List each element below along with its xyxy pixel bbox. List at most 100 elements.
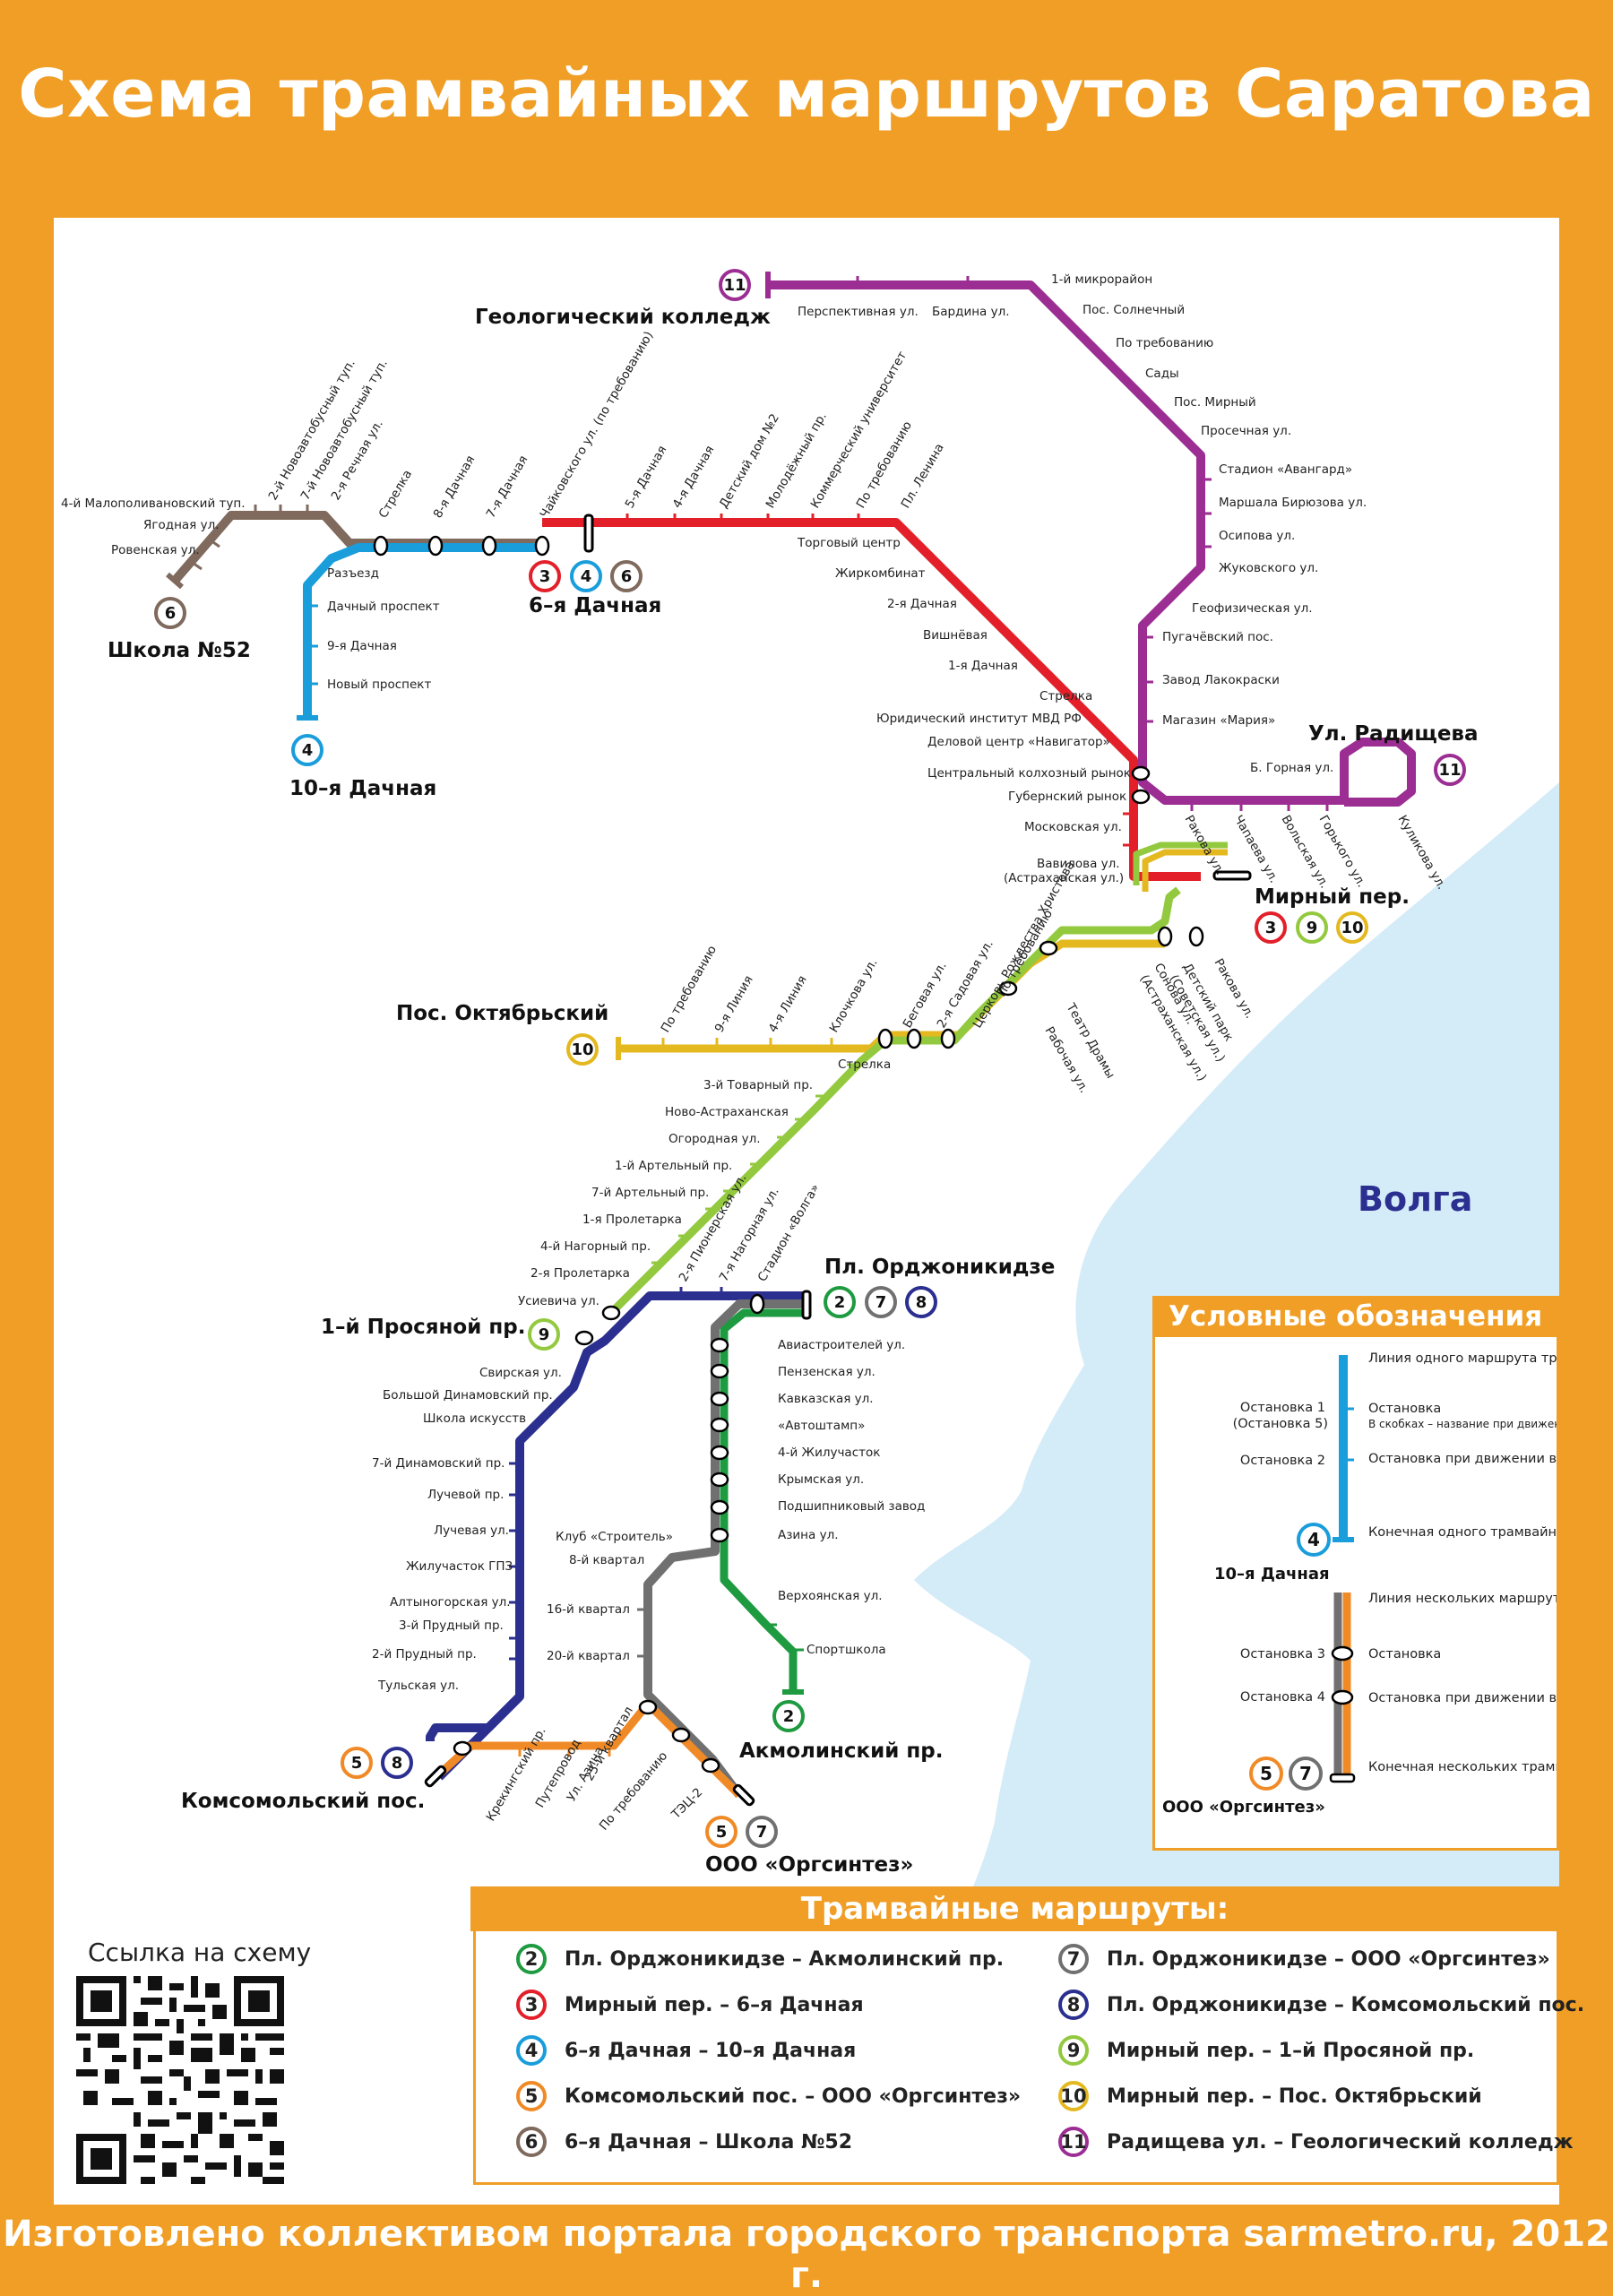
map-badge-7b: 7 <box>746 1816 778 1848</box>
svg-text:6: 6 <box>165 604 177 623</box>
legend-badge-7: 7 <box>1289 1757 1323 1791</box>
route-3-line <box>542 518 1201 881</box>
stop-shared <box>1039 940 1058 956</box>
map-badge-3: 3 <box>529 560 561 592</box>
stop-label: Крекингский пр. <box>484 1724 549 1824</box>
route-badge: 2 <box>516 1944 547 1974</box>
stop-label: Ново-Астраханская <box>665 1105 789 1119</box>
route-badge: 4 <box>516 2035 547 2066</box>
stop-label: 2-й Прудный пр. <box>372 1647 477 1662</box>
stop-shared <box>638 1699 658 1715</box>
stop-label: Сады <box>1145 367 1179 381</box>
route-description: 6–я Дачная – 10–я Дачная <box>565 2039 857 2062</box>
stop-label: Вишнёвая <box>923 628 988 643</box>
stop-tick <box>210 539 220 548</box>
terminal-bar-6 <box>166 572 184 590</box>
stop-shared <box>1188 926 1204 947</box>
stop-shared <box>710 1499 729 1515</box>
map-badge-11: 11 <box>719 269 751 301</box>
stop-label: 9-я Дачная <box>327 639 397 653</box>
stop-label: Центральный колхозный рынок <box>927 766 1131 781</box>
stop-label: Ягодная ул. <box>143 518 220 532</box>
stop-label: Крымская ул. <box>778 1472 864 1487</box>
stop-label: Жуковского ул. <box>1219 561 1318 575</box>
map-badge-7: 7 <box>865 1286 897 1318</box>
stop-shared <box>574 1330 594 1346</box>
stop-shared <box>877 1028 893 1049</box>
stop-shared <box>710 1391 729 1407</box>
stop-label: Осипова ул. <box>1219 529 1295 543</box>
route-description: Мирный пер. – Пос. Октябрьский <box>1107 2085 1482 2108</box>
route-description: Радищева ул. – Геологический колледж <box>1107 2130 1574 2154</box>
route-badge: 5 <box>516 2081 547 2111</box>
stop-label: Стрелка <box>1039 689 1092 703</box>
stop-label: Тульская ул. <box>377 1679 459 1693</box>
stop-label: 2-я Дачная <box>887 597 957 611</box>
terminal-name-radishcheva: Ул. Радищева <box>1308 722 1479 746</box>
terminal-bar-dachnaya6 <box>583 514 594 553</box>
terminal-name-komsomolsky: Комсомольский пос. <box>181 1790 425 1813</box>
stop-label: Кавказская ул. <box>778 1392 874 1406</box>
stop-label: Ровенская ул. <box>111 543 200 557</box>
stop-label: Пензенская ул. <box>778 1365 876 1379</box>
legend-multi-oneway <box>1331 1689 1354 1705</box>
svg-text:10: 10 <box>571 1040 593 1059</box>
stop-label: 4-я Линия <box>766 973 810 1035</box>
route-4-line <box>303 543 542 718</box>
route-11-line <box>768 281 1416 807</box>
stop-label: 3-й Прудный пр. <box>399 1618 504 1633</box>
stop-label: По требованию <box>1116 336 1213 350</box>
legend-ex-terminal-single: 10–я Дачная <box>1214 1565 1330 1584</box>
stop-label: Маршала Бирюзова ул. <box>1219 496 1367 510</box>
svg-text:11: 11 <box>723 276 746 295</box>
stop-shared <box>710 1337 729 1353</box>
stop-label: Завод Лакокраски <box>1162 673 1280 687</box>
map-badge-9b: 9 <box>528 1318 560 1351</box>
stop-shared <box>749 1293 765 1315</box>
qr-caption: Ссылка на схему <box>88 1938 312 1967</box>
map-badge-4: 4 <box>570 560 602 592</box>
stop-label: Усиевича ул. <box>518 1294 599 1308</box>
stop-label: По требованию <box>597 1749 670 1834</box>
stop-label: Магазин «Мария» <box>1162 713 1275 728</box>
stop-label: Деловой центр «Навигатор» <box>927 735 1110 749</box>
svg-text:8: 8 <box>392 1754 403 1773</box>
routes-title: Трамвайные маршруты: <box>470 1886 1559 1931</box>
stop-shared <box>940 1028 956 1049</box>
stop-shared <box>601 1305 621 1321</box>
legend-stop-label: Остановка <box>1368 1402 1441 1416</box>
stop-label: 20-й квартал <box>547 1649 630 1663</box>
stop-label: Лучевая ул. <box>434 1523 509 1538</box>
stop-shared <box>710 1445 729 1461</box>
stop-shared <box>1157 926 1173 947</box>
stop-label: Пугачёвский пос. <box>1162 630 1273 644</box>
stop-label: 8-й квартал <box>569 1553 644 1567</box>
legend-single-line-label: Линия одного маршрута трамвая <box>1368 1351 1557 1366</box>
page-title: Схема трамвайных маршрутов Саратова <box>18 56 1595 133</box>
qr-code-icon[interactable] <box>76 1976 284 2184</box>
stop-label: 7-й Артельный пр. <box>591 1186 709 1200</box>
route-list-item: 4 6–я Дачная – 10–я Дачная <box>516 2033 856 2068</box>
stop-label: Азина ул. <box>778 1528 839 1542</box>
route-description: Комсомольский пос. – ООО «Оргсинтез» <box>565 2085 1022 2108</box>
stop-label: Авиастроителей ул. <box>778 1338 905 1352</box>
stop-label: Пл. Ленина <box>899 441 947 511</box>
stop-label: Б. Горная ул. <box>1250 761 1333 775</box>
stop-label: 7-я Дачная <box>484 453 531 521</box>
stop-shared <box>1131 789 1151 805</box>
stop-label: 8-я Дачная <box>431 453 479 521</box>
svg-text:5: 5 <box>716 1823 728 1842</box>
stop-label: Жилучасток ГПЗ <box>406 1559 513 1574</box>
legend-multi-line-label: Линия нескольких маршрутов трамвая <box>1368 1592 1557 1606</box>
stop-tick <box>192 561 203 571</box>
legend-badge-5: 5 <box>1249 1757 1283 1791</box>
legend-ex-stop4: Остановка 4 <box>1240 1690 1325 1705</box>
svg-text:2: 2 <box>834 1293 846 1312</box>
stop-label: Верхоянская ул. <box>778 1589 883 1603</box>
map-badge-9: 9 <box>1296 911 1328 944</box>
legend-title: Условные обозначения <box>1152 1296 1559 1337</box>
stop-label: 4-й Нагорный пр. <box>540 1239 651 1254</box>
